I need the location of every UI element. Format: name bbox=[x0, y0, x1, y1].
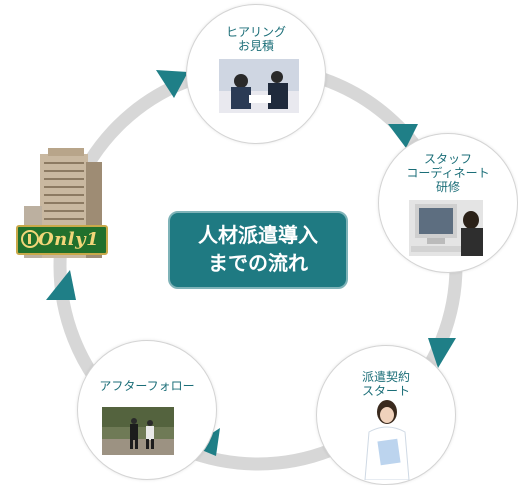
logo-text: Only1 bbox=[38, 229, 100, 250]
center-title: 人材派遣導入 までの流れ bbox=[168, 211, 348, 289]
staff-woman-photo bbox=[359, 398, 415, 480]
arrow-head-icon bbox=[156, 70, 188, 98]
walking-photo bbox=[102, 407, 174, 455]
step-hearing: ヒアリング お見積 bbox=[186, 4, 326, 144]
step-hearing-label: ヒアリング お見積 bbox=[225, 25, 286, 53]
arrow-head-icon bbox=[428, 338, 456, 368]
step-coordinate-label: スタッフ コーディネート 研修 bbox=[406, 152, 490, 194]
meeting-photo bbox=[219, 59, 299, 113]
step-contract: 派遣契約 スタート bbox=[316, 345, 456, 485]
computer-photo bbox=[409, 200, 483, 256]
step-aftercare-label: アフターフォロー bbox=[99, 379, 195, 393]
step-aftercare: アフターフォロー bbox=[77, 340, 217, 480]
logo-mark bbox=[21, 230, 39, 248]
center-title-line2: までの流れ bbox=[208, 251, 308, 275]
step-coordinate: スタッフ コーディネート 研修 bbox=[378, 133, 518, 273]
step-contract-label: 派遣契約 スタート bbox=[361, 370, 410, 398]
only1-logo: Only1 bbox=[16, 225, 108, 255]
arrow-head-icon bbox=[46, 270, 76, 300]
arrow-head-icon bbox=[388, 124, 418, 148]
center-title-line1: 人材派遣導入 bbox=[198, 223, 318, 247]
